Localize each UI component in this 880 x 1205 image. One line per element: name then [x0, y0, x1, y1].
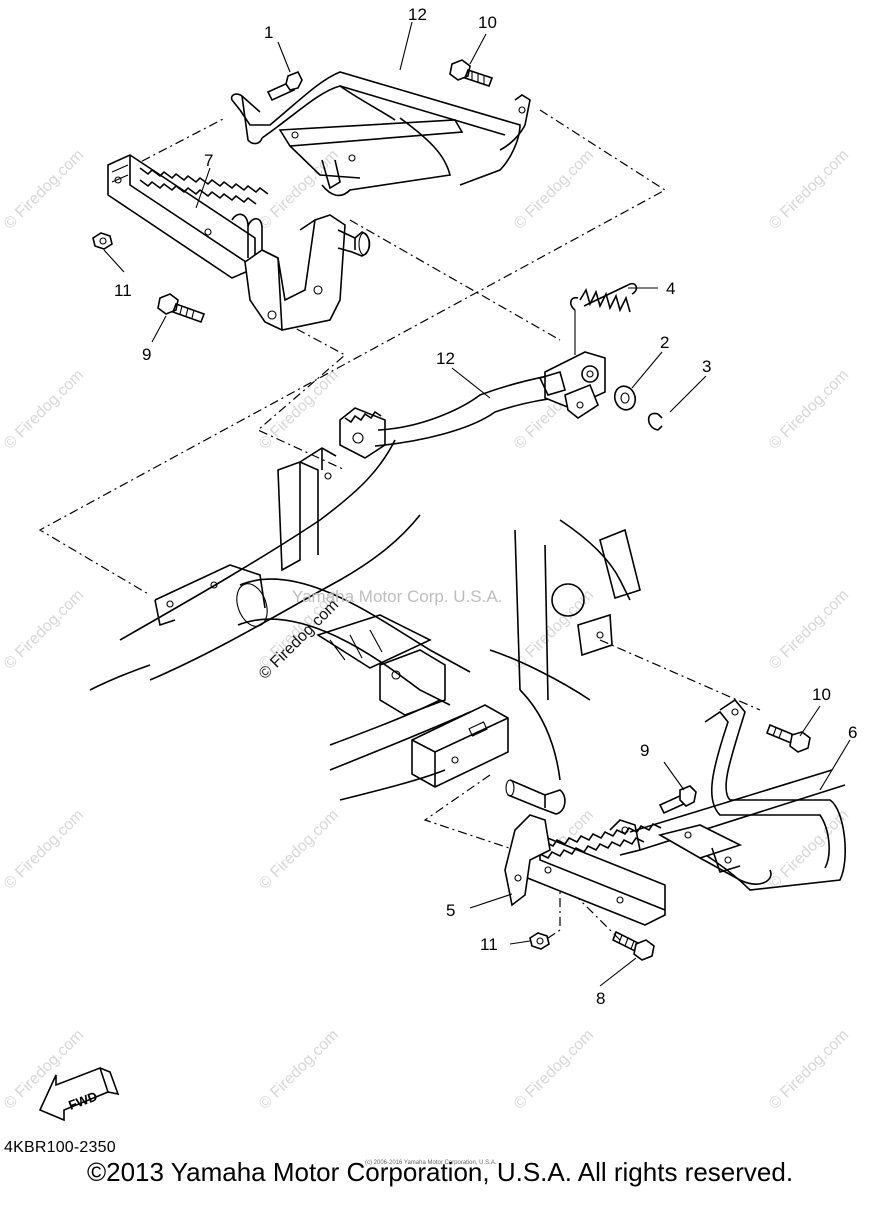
part-1-brake-pedal	[339, 351, 606, 459]
watermark-text: © Firedog.com	[766, 586, 852, 672]
callout-7: 7	[204, 151, 213, 170]
watermark-text: © Firedog.com	[511, 1026, 597, 1112]
watermark-text: © Firedog.com	[256, 1026, 342, 1112]
leader-lines	[103, 21, 851, 987]
callout-12-lower: 9	[640, 741, 649, 760]
callout-4: 4	[666, 279, 675, 298]
callout-10-lower: 10	[812, 685, 831, 704]
watermark-text: © Firedog.com	[1, 586, 87, 672]
part-11-nut-lower	[529, 932, 550, 950]
watermark-text: © Firedog.com	[1, 146, 87, 232]
watermark-text: © Firedog.com	[1, 366, 87, 452]
part-4-return-spring	[569, 282, 638, 355]
callout-5: 5	[446, 901, 455, 920]
part-10-bolt-upper	[449, 59, 494, 88]
callout-11-upper: 11	[114, 281, 132, 300]
part-8-upper-guard-bar	[230, 71, 531, 197]
part-12-bolt-upper	[266, 70, 303, 102]
left-footpeg-bracket	[244, 214, 371, 331]
watermark-text: © Firedog.com	[256, 596, 342, 682]
frame-watermark: Yamaha Motor Corp. U.S.A.	[292, 587, 502, 606]
fwd-arrow: FWD	[38, 1066, 120, 1122]
part-7-left-footpeg	[107, 154, 269, 279]
copyright-notice: ©2013 Yamaha Motor Corporation, U.S.A. A…	[86, 1157, 794, 1187]
callout-12-upper: 1	[264, 23, 273, 42]
callout-11-lower: 11	[480, 935, 498, 954]
part-10-bolt-lower	[765, 723, 811, 753]
part-12-bolt-lower	[658, 785, 697, 815]
watermark-text: © Firedog.com	[766, 366, 852, 452]
callout-2: 2	[660, 333, 669, 352]
callout-9-lower: 8	[596, 989, 605, 1008]
watermark-text: © Firedog.com	[511, 146, 597, 232]
watermark-text: © Firedog.com	[256, 366, 342, 452]
alignment-lines	[38, 109, 761, 941]
callout-1: 12	[436, 349, 455, 368]
part-2-washer	[613, 385, 637, 411]
watermark-text: © Firedog.com	[256, 806, 342, 892]
callouts: 12 1 10 7 11 9 4 2 3 12 10 9 6 5 11 8	[114, 5, 857, 1008]
part-11-nut-upper	[92, 232, 113, 250]
callout-10-upper: 10	[478, 13, 497, 32]
watermark-text: © Firedog.com	[766, 146, 852, 232]
vehicle-frame	[89, 439, 641, 801]
callout-6: 6	[848, 723, 857, 742]
callout-8: 12	[408, 5, 427, 24]
part-9-bolt-upper	[157, 293, 206, 324]
part-5-right-footpeg	[504, 779, 666, 926]
tiny-copyright: (c) 2006-2016 Yamaha Motor Corporation, …	[365, 1160, 497, 1166]
diagram-code: 4KBR100-2350	[4, 1139, 116, 1156]
watermark-text: © Firedog.com	[766, 1026, 852, 1112]
watermark-text: © Firedog.com	[1, 806, 87, 892]
callout-9-upper: 9	[142, 345, 151, 364]
part-3-circlip	[647, 412, 663, 431]
callout-3: 3	[702, 357, 711, 376]
part-9-bolt-lower	[611, 930, 655, 961]
part-6-lower-guard-bar	[609, 698, 846, 891]
